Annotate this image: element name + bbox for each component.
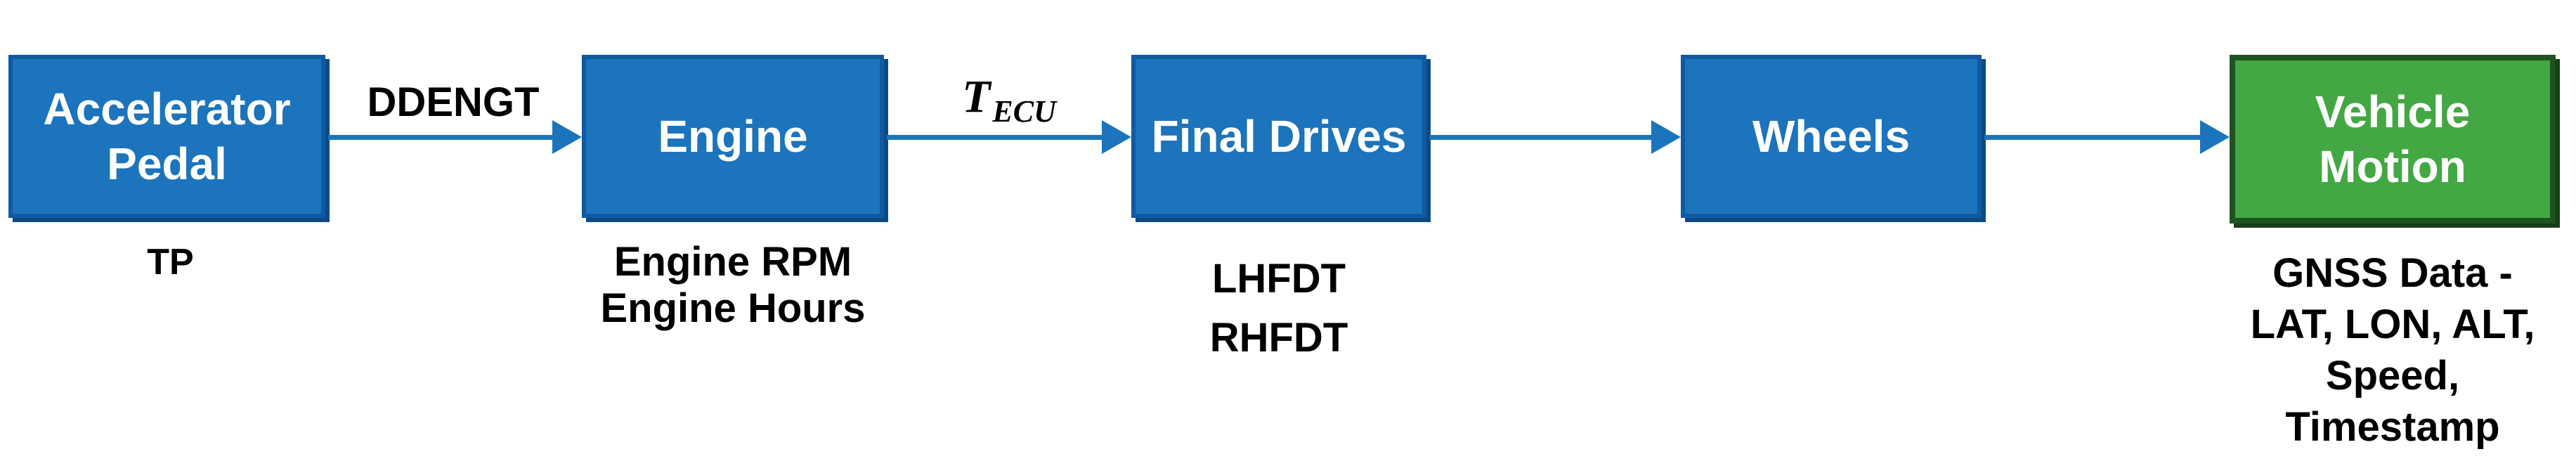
edge-label-t-ecu-symbol: T: [962, 71, 991, 122]
node-wheels: Wheels: [1681, 55, 1982, 218]
arrowhead-icon: [552, 120, 582, 154]
caption-accelerator-pedal: TP: [147, 242, 194, 283]
node-vehicle-motion: Vehicle Motion: [2230, 55, 2556, 224]
node-final-drives-label: Final Drives: [1151, 111, 1407, 162]
arrow-accelerator-to-engine: [328, 135, 554, 140]
node-engine: Engine: [582, 55, 884, 218]
arrow-wheels-to-vehicle-motion: [1984, 135, 2201, 140]
caption-engine: Engine RPM Engine Hours: [600, 239, 866, 331]
node-engine-label: Engine: [658, 111, 808, 162]
node-accelerator-pedal: Accelerator Pedal: [8, 55, 325, 218]
edge-label-t-ecu: TECU: [883, 70, 1136, 129]
node-final-drives: Final Drives: [1131, 55, 1426, 218]
arrowhead-icon: [2200, 120, 2230, 154]
edge-label-t-ecu-subscript: ECU: [992, 94, 1056, 129]
arrow-final-drives-to-wheels: [1429, 135, 1653, 140]
caption-vehicle-motion: GNSS Data - LAT, LON, ALT, Speed, Timest…: [2250, 250, 2535, 450]
caption-final-drives: LHFDT RHFDT: [1209, 256, 1348, 361]
edge-label-ddengt: DDENGT: [367, 79, 540, 125]
node-wheels-label: Wheels: [1752, 111, 1911, 162]
node-vehicle-motion-label: Vehicle Motion: [2315, 86, 2471, 192]
arrow-engine-to-final-drives: [887, 135, 1103, 140]
node-accelerator-pedal-label: Accelerator Pedal: [43, 84, 291, 189]
arrowhead-icon: [1651, 120, 1681, 154]
arrowhead-icon: [1102, 120, 1131, 154]
